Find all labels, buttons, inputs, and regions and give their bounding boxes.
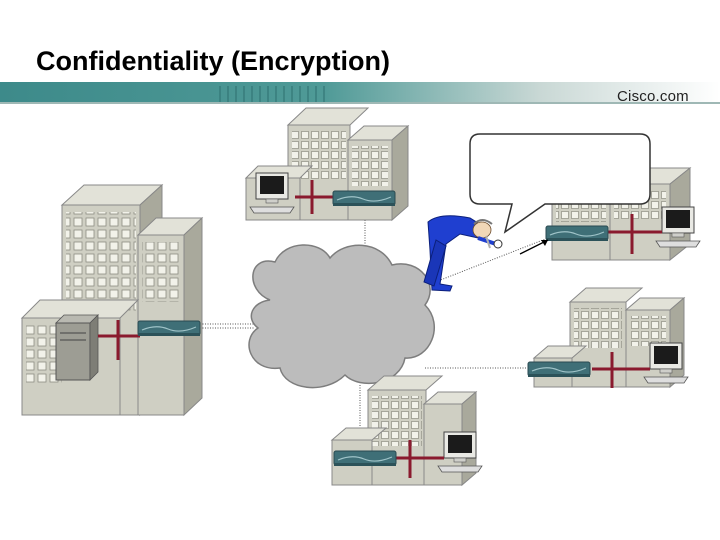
lan-segment <box>608 214 662 254</box>
workstation-icon <box>655 206 701 248</box>
branch-site-right-lower <box>527 287 689 389</box>
server-icon <box>55 314 99 381</box>
router-icon <box>545 225 609 242</box>
wan-cloud-icon <box>248 244 435 389</box>
workstation-icon <box>437 431 483 473</box>
branch-site-top <box>244 107 410 222</box>
lan-segment <box>392 440 444 478</box>
speech-bubble-icon <box>469 133 651 234</box>
lan-segment <box>592 352 650 388</box>
lan-segment <box>98 320 140 360</box>
router-icon <box>137 320 201 337</box>
workstation-icon <box>643 342 689 384</box>
accent-bar-stripes <box>219 86 325 102</box>
brand-logo: Cisco.com <box>617 88 689 105</box>
router-icon <box>527 361 591 378</box>
title-accent-bar <box>0 82 720 102</box>
headquarters-site <box>20 183 204 417</box>
workstation-icon <box>249 172 295 214</box>
router-icon <box>333 450 397 467</box>
branch-site-bottom <box>330 375 483 487</box>
lan-segment <box>295 180 335 214</box>
eavesdropper-icon <box>423 215 549 292</box>
router-icon <box>332 190 396 207</box>
slide-title: Confidentiality (Encryption) <box>36 46 390 76</box>
